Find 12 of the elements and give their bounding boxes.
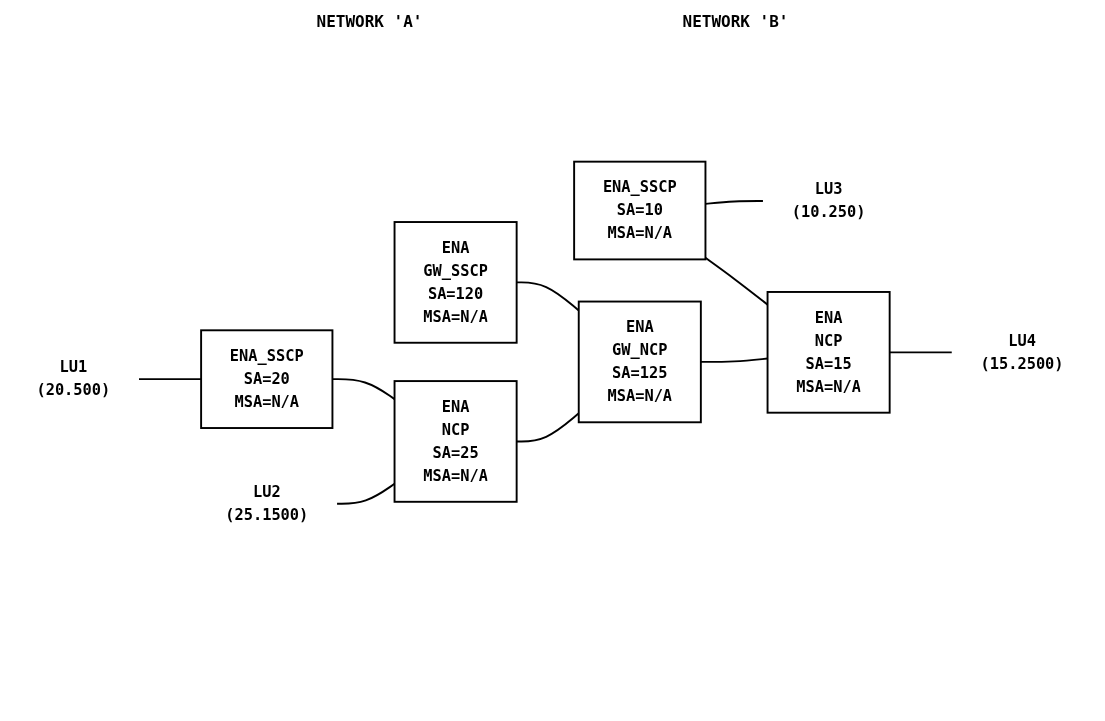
node-text: LU3 (10.250)	[791, 179, 866, 221]
node-box: ENA GW_SSCP SA=120 MSA=N/A	[393, 220, 518, 344]
node-text: LU1 (20.500)	[36, 357, 111, 399]
node-text: LU2 (25.1500)	[225, 482, 309, 524]
node-box: ENA NCP SA=15 MSA=N/A	[766, 290, 891, 414]
node-box: ENA NCP SA=25 MSA=N/A	[393, 379, 518, 503]
node-box: ENA_SSCP SA=10 MSA=N/A	[573, 160, 707, 260]
node-box: ENA_SSCP SA=20 MSA=N/A	[200, 328, 334, 429]
network-label: NETWORK 'B'	[682, 12, 789, 31]
node-box: ENA GW_NCP SA=125 MSA=N/A	[577, 300, 702, 423]
network-label: NETWORK 'A'	[316, 12, 423, 31]
node-text: LU4 (15.2500)	[980, 330, 1064, 373]
